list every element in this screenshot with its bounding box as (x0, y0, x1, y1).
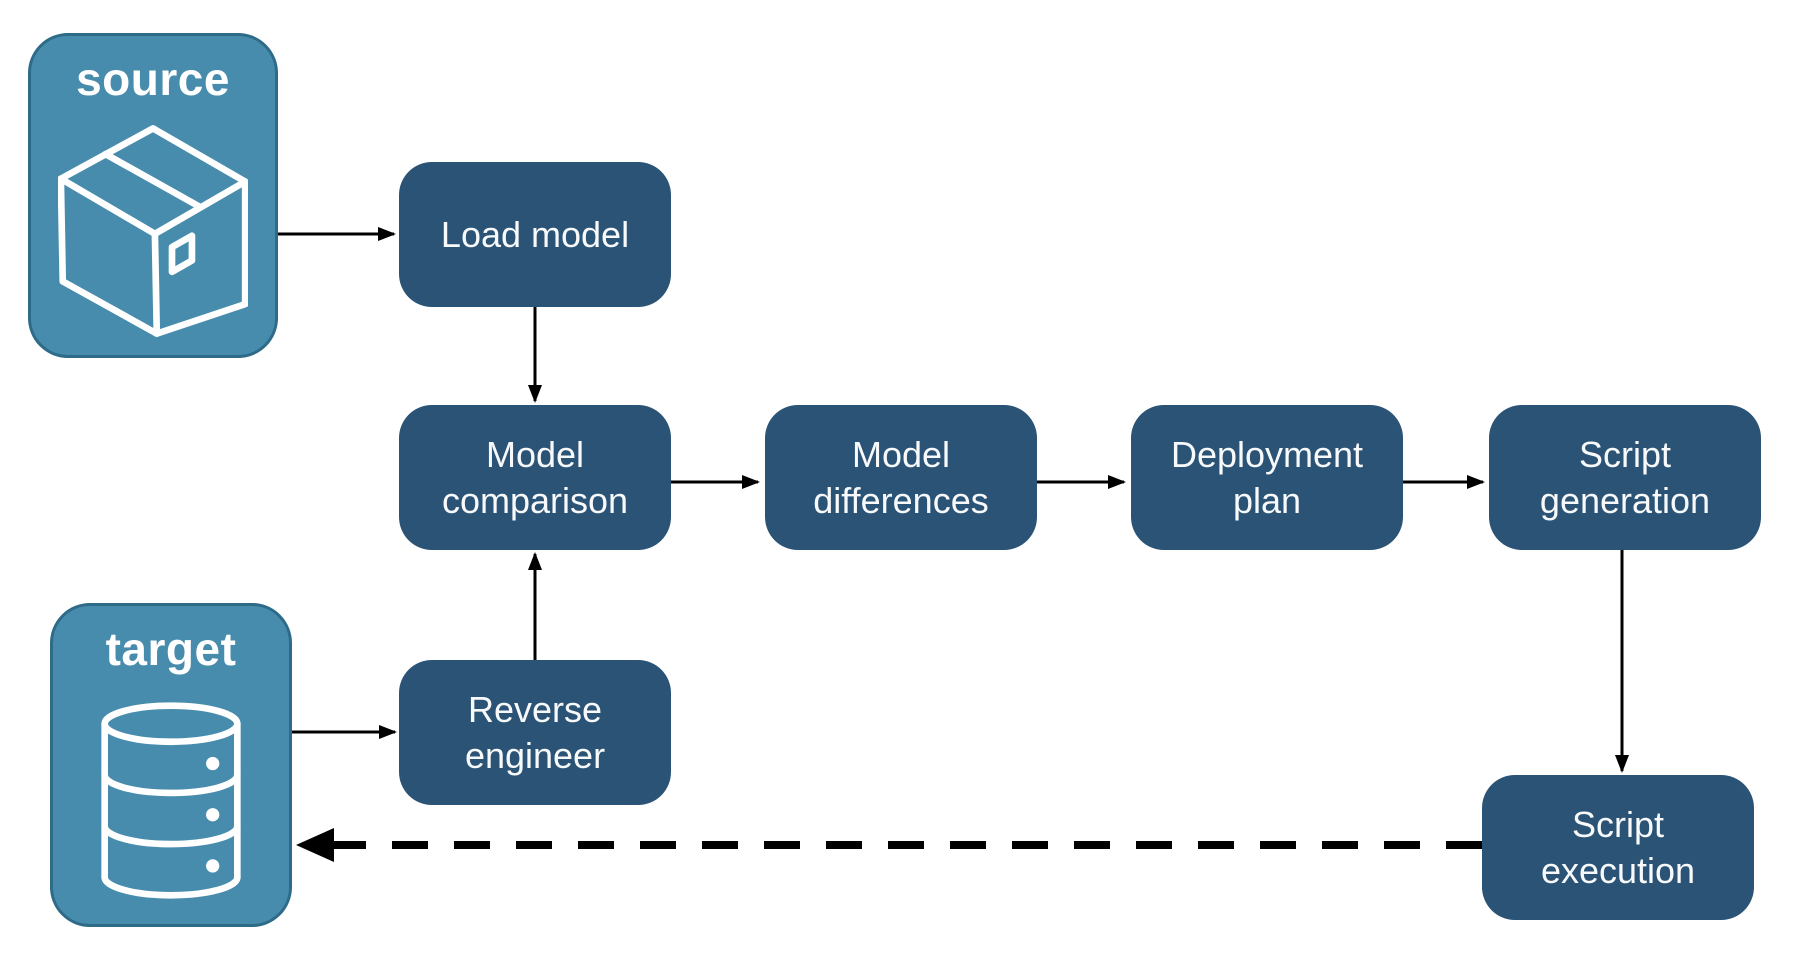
node-label: Reverse engineer (464, 689, 606, 776)
target-label: target (105, 623, 237, 675)
arrow-script-execution-to-target (296, 828, 1482, 862)
node-model-comparison: Model comparison (399, 405, 671, 550)
node-label: Model comparison (441, 434, 629, 521)
target-container: target (50, 603, 292, 927)
node-label: Script execution (1540, 804, 1696, 891)
database-icon (53, 676, 289, 924)
node-label: Load model (440, 213, 630, 255)
source-label: source (76, 53, 230, 105)
node-label: Script generation (1539, 434, 1711, 521)
node-label: Model differences (813, 434, 989, 521)
node-model-differences: Model differences (765, 405, 1037, 550)
node-script-execution: Script execution (1482, 775, 1754, 920)
node-label: Deployment plan (1170, 434, 1364, 521)
package-icon (31, 106, 275, 355)
source-container: source (28, 33, 278, 358)
node-reverse-engineer: Reverse engineer (399, 660, 671, 805)
node-deployment-plan: Deployment plan (1131, 405, 1403, 550)
node-script-generation: Script generation (1489, 405, 1761, 550)
node-load-model: Load model (399, 162, 671, 307)
